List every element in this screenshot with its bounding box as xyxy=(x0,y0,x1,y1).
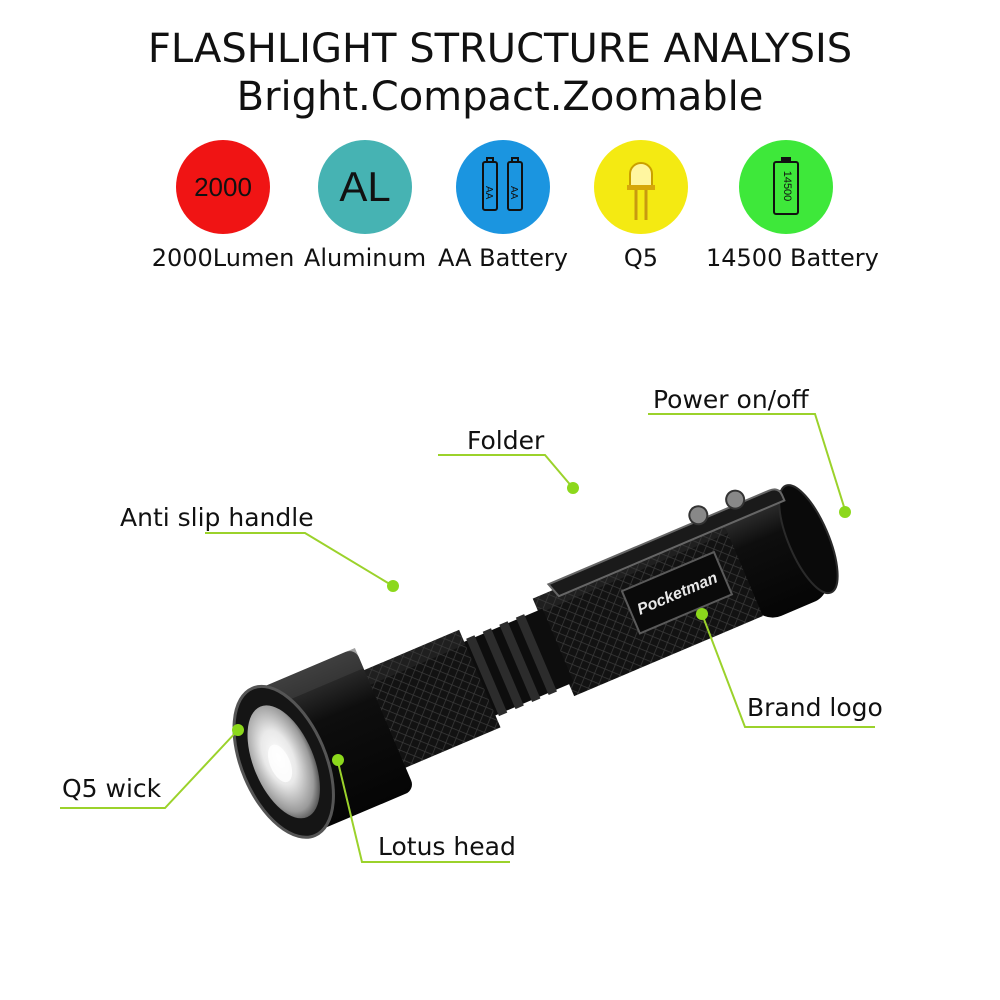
lumen-badge-text: 2000 xyxy=(194,171,252,202)
feature-q5: Q5 xyxy=(561,140,721,272)
feature-label: 14500 Battery xyxy=(706,244,879,272)
callout-folder: Folder xyxy=(467,426,545,455)
aa-text-2: AA xyxy=(508,186,519,200)
aa-battery-icon: AA AA xyxy=(456,140,550,234)
aluminum-badge-text: AL xyxy=(339,163,391,210)
feature-label: Aluminum xyxy=(303,244,427,272)
aluminum-badge: AL xyxy=(318,140,412,234)
flashlight-body: Pocketman xyxy=(232,484,839,839)
callout-brand: Brand logo xyxy=(747,693,883,722)
battery-14500-text: 14500 xyxy=(781,171,793,202)
clip-screw xyxy=(688,505,709,526)
feature-label: Q5 xyxy=(623,244,659,272)
aa-text-1: AA xyxy=(483,186,494,200)
callout-wick: Q5 wick xyxy=(62,774,162,803)
battery-14500-icon: 14500 xyxy=(739,140,833,234)
callout-lotus: Lotus head xyxy=(378,832,516,861)
callout-dots xyxy=(232,482,851,766)
feature-aa-battery: AA AA AA Battery xyxy=(423,140,583,272)
feature-label: 2000Lumen xyxy=(151,244,295,272)
callout-power: Power on/off xyxy=(653,385,809,414)
feature-14500: 14500 14500 Battery xyxy=(706,140,879,272)
lumen-badge: 2000 xyxy=(176,140,270,234)
page-title: FLASHLIGHT STRUCTURE ANALYSIS xyxy=(147,26,853,72)
callout-handle: Anti slip handle xyxy=(120,503,314,532)
callout-lines xyxy=(60,413,875,863)
feature-aluminum: AL Aluminum xyxy=(285,140,445,272)
feature-label: AA Battery xyxy=(438,244,568,272)
feature-lumen: 2000 2000Lumen xyxy=(143,140,303,272)
pocket-clip xyxy=(546,488,786,598)
led-bulb-icon xyxy=(594,140,688,234)
page-subtitle: Bright.Compact.Zoomable xyxy=(236,74,764,120)
clip-screw xyxy=(725,489,746,510)
